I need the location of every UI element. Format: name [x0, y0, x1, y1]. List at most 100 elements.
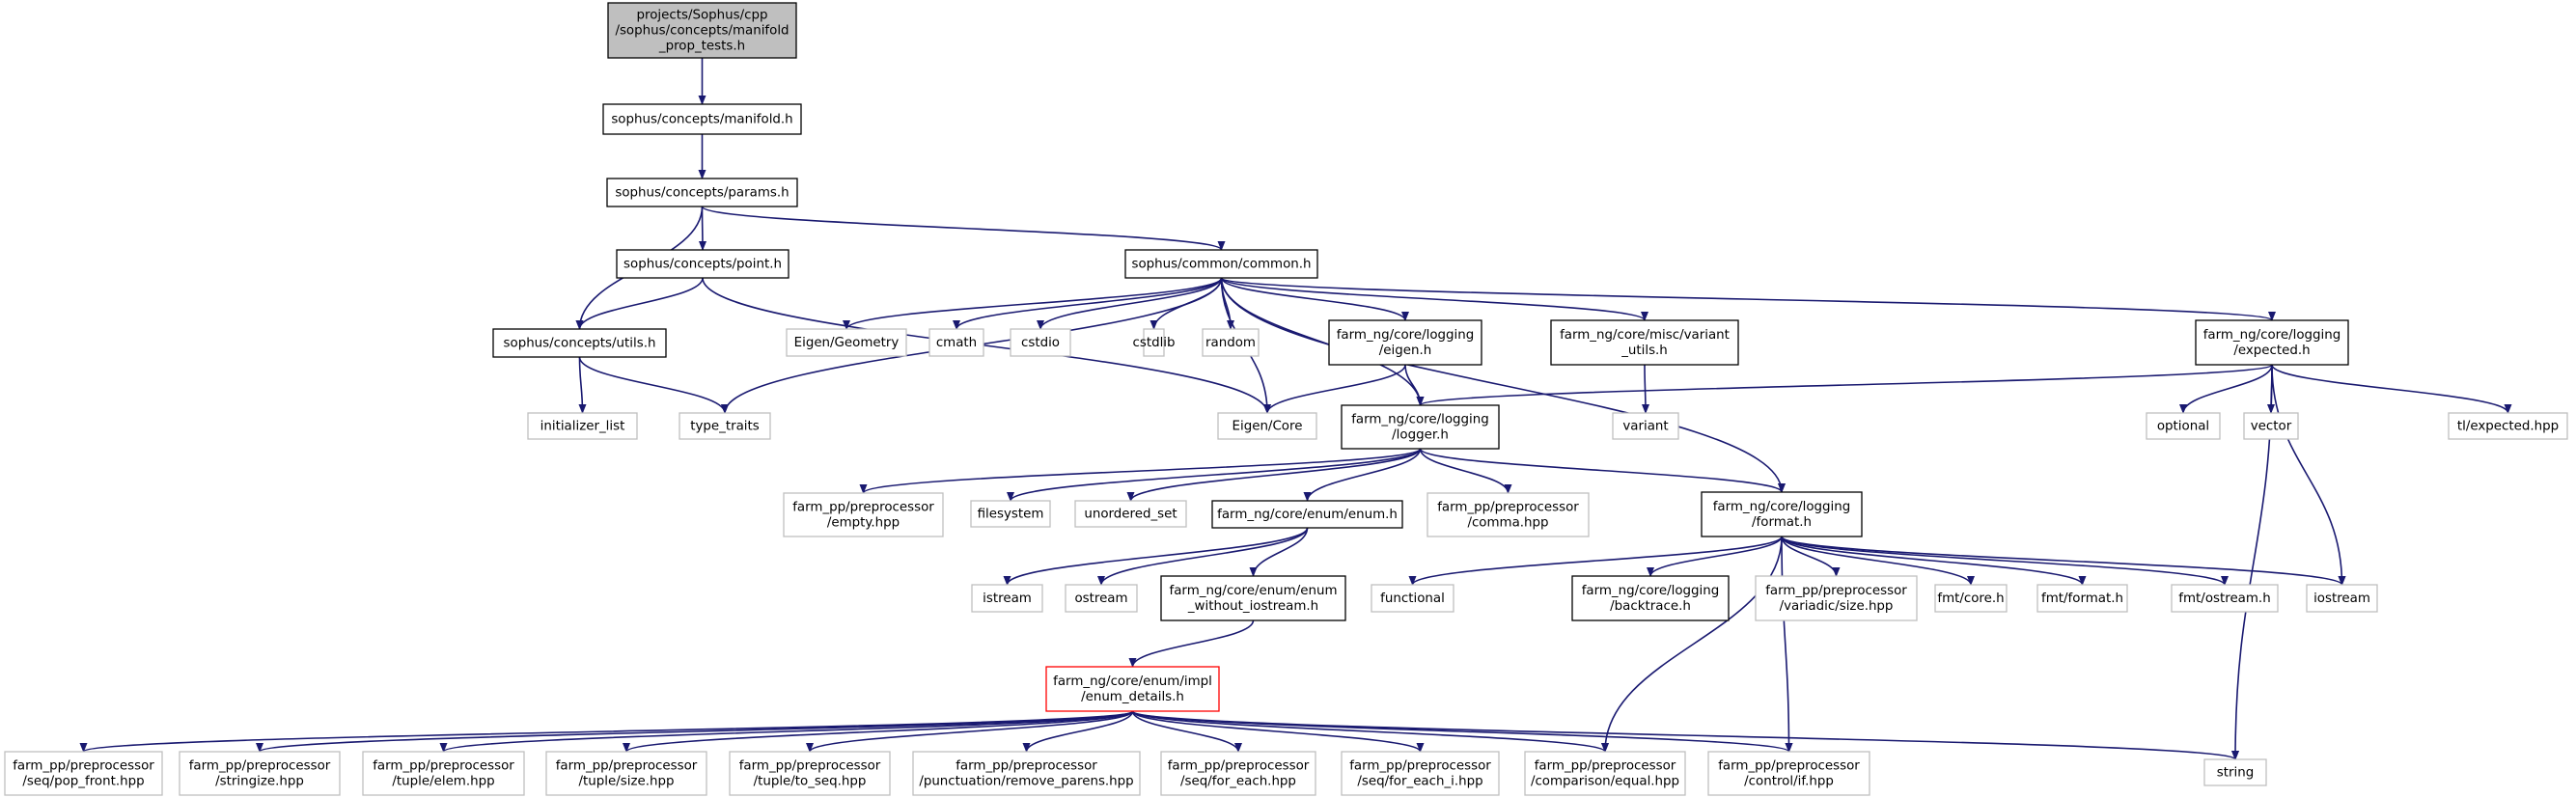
node-fmt-ostream-h[interactable]: fmt/ostream.h — [2171, 584, 2279, 613]
node-farm-pp-preprocessor-punctuation-remove-parens-hpp[interactable]: farm_pp/preprocessor/punctuation/remove_… — [912, 751, 1141, 796]
node-filesystem[interactable]: filesystem — [970, 500, 1051, 528]
node-ostream[interactable]: ostream — [1065, 584, 1138, 613]
node-farm-pp-preprocessor-variadic-size-hpp[interactable]: farm_pp/preprocessor/variadic/size.hpp — [1755, 575, 1918, 621]
node-farm-pp-preprocessor-tuple-size-hpp[interactable]: farm_pp/preprocessor/tuple/size.hpp — [545, 751, 707, 796]
node-unordered-set[interactable]: unordered_set — [1074, 500, 1187, 528]
node-label-line: farm_pp/preprocessor — [1349, 759, 1491, 774]
node-label-line: /seq/pop_front.hpp — [22, 775, 144, 789]
node-functional[interactable]: functional — [1371, 584, 1454, 613]
node-initializer-list[interactable]: initializer_list — [527, 412, 638, 440]
node-label-line: farm_pp/preprocessor — [739, 759, 881, 774]
node-tl-expected-hpp[interactable]: tl/expected.hpp — [2448, 412, 2568, 440]
node-label-line: /tuple/to_seq.hpp — [754, 775, 867, 789]
node-farm-pp-preprocessor-comma-hpp[interactable]: farm_pp/preprocessor/comma.hpp — [1426, 492, 1590, 537]
node-sophus-common-common-h[interactable]: sophus/common/common.h — [1124, 249, 1318, 279]
node-farm-ng-core-enum-enum-without-iostream-h[interactable]: farm_ng/core/enum/enum_without_iostream.… — [1160, 575, 1346, 621]
node-string[interactable]: string — [2203, 758, 2267, 786]
node-label-line: /eigen.h — [1379, 344, 1431, 358]
node-farm-pp-preprocessor-stringize-hpp[interactable]: farm_pp/preprocessor/stringize.hpp — [179, 751, 341, 796]
node-farm-pp-preprocessor-control-if-hpp[interactable]: farm_pp/preprocessor/control/if.hpp — [1707, 751, 1870, 796]
node-box — [1341, 751, 1500, 796]
node-farm-pp-preprocessor-seq-pop-front-hpp[interactable]: farm_pp/preprocessor/seq/pop_front.hpp — [4, 751, 163, 796]
node-farm-pp-preprocessor-tuple-elem-hpp[interactable]: farm_pp/preprocessor/tuple/elem.hpp — [362, 751, 525, 796]
node-label-line: projects/Sophus/cpp — [637, 9, 768, 23]
edge-utils-to-type_traits — [578, 356, 729, 414]
node-box — [1571, 575, 1730, 621]
edge-expected-to-iostream — [2271, 364, 2346, 586]
node-box — [1211, 500, 1403, 529]
node-farm-pp-preprocessor-tuple-to-seq-hpp[interactable]: farm_pp/preprocessor/tuple/to_seq.hpp — [729, 751, 891, 796]
node-box — [1328, 319, 1482, 366]
node-label-line: Eigen/Core — [1233, 420, 1303, 434]
node-sophus-concepts-manifold-h[interactable]: sophus/concepts/manifold.h — [602, 103, 802, 135]
node-istream[interactable]: istream — [971, 584, 1043, 613]
node-farm-pp-preprocessor-seq-for-each-hpp[interactable]: farm_pp/preprocessor/seq/for_each.hpp — [1160, 751, 1316, 796]
node-projects-sophus-cpp-sophus-concepts-manifold-prop-tests-h[interactable]: projects/Sophus/cpp/sophus/concepts/mani… — [607, 2, 797, 59]
edge-format-to-backtrace — [1647, 536, 1783, 577]
node-farm-ng-core-logging-format-h[interactable]: farm_ng/core/logging/format.h — [1701, 491, 1863, 537]
node-box — [606, 178, 798, 207]
node-variant[interactable]: variant — [1612, 412, 1679, 440]
node-label-line: type_traits — [690, 420, 760, 434]
node-vector[interactable]: vector — [2243, 412, 2299, 440]
node-farm-pp-preprocessor-empty-hpp[interactable]: farm_pp/preprocessor/empty.hpp — [783, 492, 944, 537]
node-sophus-concepts-params-h[interactable]: sophus/concepts/params.h — [606, 178, 798, 207]
node-random[interactable]: random — [1202, 328, 1260, 357]
node-farm-ng-core-misc-variant-utils-h[interactable]: farm_ng/core/misc/variant_utils.h — [1550, 319, 1739, 366]
node-fmt-format-h[interactable]: fmt/format.h — [2036, 584, 2128, 613]
node-label-line: farm_pp/preprocessor — [1535, 759, 1676, 774]
node-fmt-core-h[interactable]: fmt/core.h — [1934, 584, 2008, 613]
node-box — [2243, 412, 2299, 440]
node-farm-ng-core-logging-eigen-h[interactable]: farm_ng/core/logging/eigen.h — [1328, 319, 1482, 366]
node-label-line: farm_pp/preprocessor — [956, 759, 1097, 774]
node-eigen-geometry[interactable]: Eigen/Geometry — [786, 328, 907, 357]
node-box — [971, 584, 1043, 613]
node-label-line: /variadic/size.hpp — [1780, 599, 1894, 614]
node-farm-ng-core-enum-enum-h[interactable]: farm_ng/core/enum/enum.h — [1211, 500, 1403, 529]
edge-enum_wo-to-enum_details — [1128, 619, 1255, 668]
node-label-line: /comparison/equal.hpp — [1531, 775, 1679, 789]
node-label-line: /logger.h — [1392, 428, 1449, 443]
node-iostream[interactable]: iostream — [2306, 584, 2378, 613]
node-box — [2448, 412, 2568, 440]
edge-format-to-variadic_size — [1781, 536, 1841, 577]
node-type-traits[interactable]: type_traits — [679, 412, 771, 440]
node-label-line: /seq/for_each_i.hpp — [1357, 775, 1482, 789]
node-farm-ng-core-logging-expected-h[interactable]: farm_ng/core/logging/expected.h — [2195, 319, 2349, 366]
node-label-line: farm_ng/core/logging — [1337, 328, 1475, 343]
node-label-line: random — [1205, 336, 1256, 350]
node-box — [545, 751, 707, 796]
node-label-line: farm_ng/core/logging — [1582, 584, 1720, 598]
node-box — [2146, 412, 2221, 440]
edge-logger-to-enum — [1303, 448, 1422, 502]
node-farm-ng-core-enum-impl-enum-details-h[interactable]: farm_ng/core/enum/impl/enum_details.h — [1045, 666, 1220, 712]
node-label-line: _utils.h — [1620, 344, 1668, 358]
edge-enum_details-to-for_each_i — [1131, 710, 1425, 753]
node-box — [1045, 666, 1220, 712]
edge-enum_details-to-string — [1131, 710, 2239, 760]
node-cstdlib[interactable]: cstdlib — [1132, 328, 1176, 357]
node-cmath[interactable]: cmath — [928, 328, 984, 357]
node-label-line: tl/expected.hpp — [2457, 420, 2559, 434]
node-sophus-concepts-point-h[interactable]: sophus/concepts/point.h — [616, 249, 789, 279]
node-farm-pp-preprocessor-comparison-equal-hpp[interactable]: farm_pp/preprocessor/comparison/equal.hp… — [1524, 751, 1686, 796]
node-farm-ng-core-logging-logger-h[interactable]: farm_ng/core/logging/logger.h — [1341, 404, 1500, 450]
node-farm-pp-preprocessor-seq-for-each-i-hpp[interactable]: farm_pp/preprocessor/seq/for_each_i.hpp — [1341, 751, 1500, 796]
node-box — [616, 249, 789, 279]
node-label-line: /comma.hpp — [1467, 516, 1548, 531]
node-label-line: initializer_list — [540, 420, 625, 434]
node-cstdio[interactable]: cstdio — [1010, 328, 1071, 357]
node-layer: projects/Sophus/cpp/sophus/concepts/mani… — [4, 2, 2568, 796]
edge-logger-to-filesystem — [1007, 448, 1422, 502]
node-eigen-core[interactable]: Eigen/Core — [1217, 412, 1317, 440]
node-farm-ng-core-logging-backtrace-h[interactable]: farm_ng/core/logging/backtrace.h — [1571, 575, 1730, 621]
node-box — [1160, 575, 1346, 621]
node-label-line: farm_pp/preprocessor — [792, 501, 934, 515]
node-sophus-concepts-utils-h[interactable]: sophus/concepts/utils.h — [492, 328, 667, 358]
node-box — [1065, 584, 1138, 613]
edge-utils-to-init_list — [578, 356, 587, 414]
edge-common-to-cmath — [953, 277, 1223, 330]
node-optional[interactable]: optional — [2146, 412, 2221, 440]
edge-logger-to-unordered_set — [1126, 448, 1422, 502]
node-label-line: fmt/core.h — [1937, 592, 2004, 606]
